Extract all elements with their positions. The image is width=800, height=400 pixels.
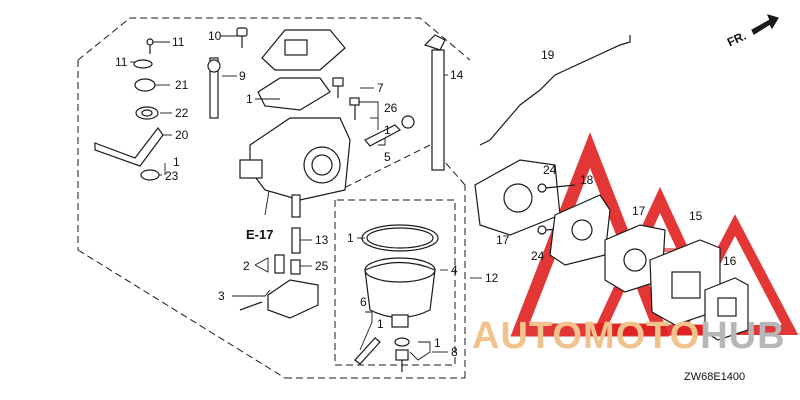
callout-19: 19	[541, 48, 555, 62]
callout-1-gasket-top: 1	[246, 92, 253, 106]
callout-7: 7	[377, 81, 384, 95]
diagram-code: ZW68E1400	[684, 371, 746, 383]
callout-23: 23	[165, 169, 179, 183]
callout-1-screw: 1	[384, 123, 391, 137]
callout-17-right: 17	[632, 204, 646, 218]
callout-2: 2	[243, 259, 250, 273]
callout-8: 8	[451, 345, 458, 359]
part-shapes	[94, 14, 779, 372]
callout-1-drain: 1	[377, 317, 384, 331]
callout-24-lower: 24	[531, 249, 545, 263]
watermark-text-automoto: AUTOMOTO	[472, 315, 701, 357]
callout-11-lower: 11	[115, 55, 128, 69]
callout-5: 5	[384, 150, 391, 164]
callout-1-collar: 1	[173, 155, 180, 169]
callout-24-upper: 24	[543, 163, 557, 177]
callout-17-left: 17	[496, 233, 510, 247]
callout-4: 4	[451, 263, 458, 277]
callout-3: 3	[218, 289, 225, 303]
callout-10: 10	[208, 29, 222, 43]
callout-13: 13	[315, 233, 329, 247]
assembly-dashed-outline	[77, 17, 471, 379]
callout-e17: E-17	[246, 227, 274, 242]
callout-1-bowl-gasket: 1	[347, 231, 354, 245]
callout-1-bolt: 1	[434, 336, 441, 350]
callout-20: 20	[175, 128, 189, 142]
callout-6: 6	[360, 295, 367, 309]
callout-14: 14	[450, 68, 464, 82]
callout-16: 16	[723, 254, 737, 268]
callout-15: 15	[689, 209, 703, 223]
callout-22: 22	[175, 106, 189, 120]
callout-11-upper: 11	[172, 35, 185, 49]
callout-26: 26	[384, 101, 398, 115]
callout-18: 18	[580, 173, 594, 187]
callout-25: 25	[315, 259, 329, 273]
watermark-text-hub: HUB	[700, 315, 786, 357]
callout-21: 21	[175, 78, 189, 92]
callout-12: 12	[485, 271, 499, 285]
callout-9: 9	[239, 69, 246, 83]
automotohub-watermark: AUTOMOTOHUB	[472, 316, 786, 356]
